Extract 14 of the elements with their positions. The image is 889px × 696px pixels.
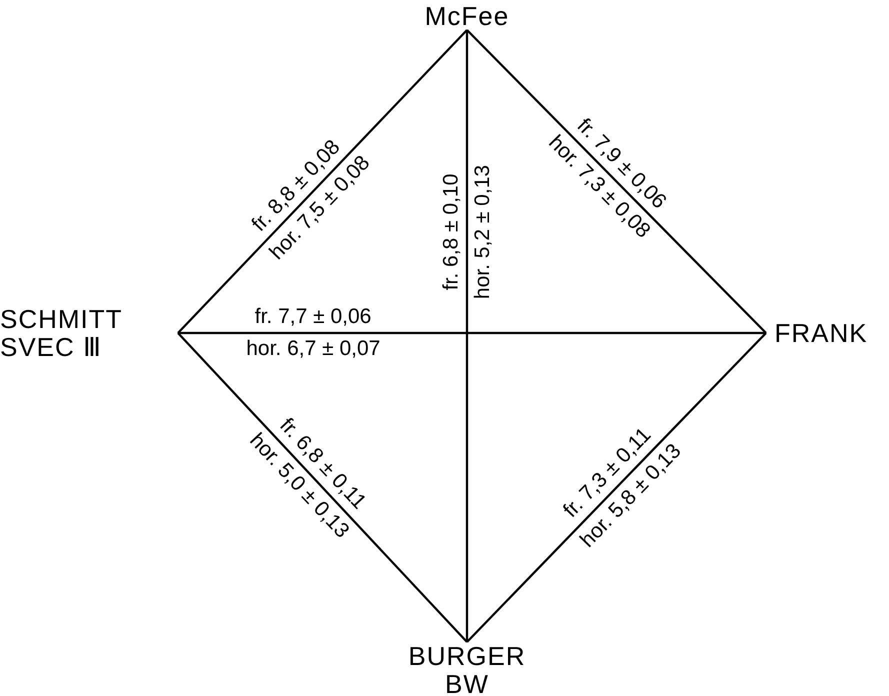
value-label: hor. 5,2 ± 0,13 <box>471 164 496 300</box>
connector-line <box>466 29 767 334</box>
connector-line <box>177 332 468 643</box>
node-label: McFee <box>407 2 527 30</box>
node-label: BURGER BW <box>407 642 527 696</box>
connector-line <box>177 29 468 334</box>
connector-line <box>178 332 766 334</box>
edge-label: fr. 6,8 ± 0,10 <box>438 174 463 290</box>
value-label: hor. 6,7 ± 0,07 <box>246 337 380 361</box>
node-label: FRANK <box>766 319 876 347</box>
connector-line <box>466 332 767 643</box>
edge-label: fr. 7,7 ± 0,06 <box>254 305 372 329</box>
connector-line <box>466 30 468 642</box>
node-label: SCHMITT SVEC Ⅲ <box>0 305 178 361</box>
